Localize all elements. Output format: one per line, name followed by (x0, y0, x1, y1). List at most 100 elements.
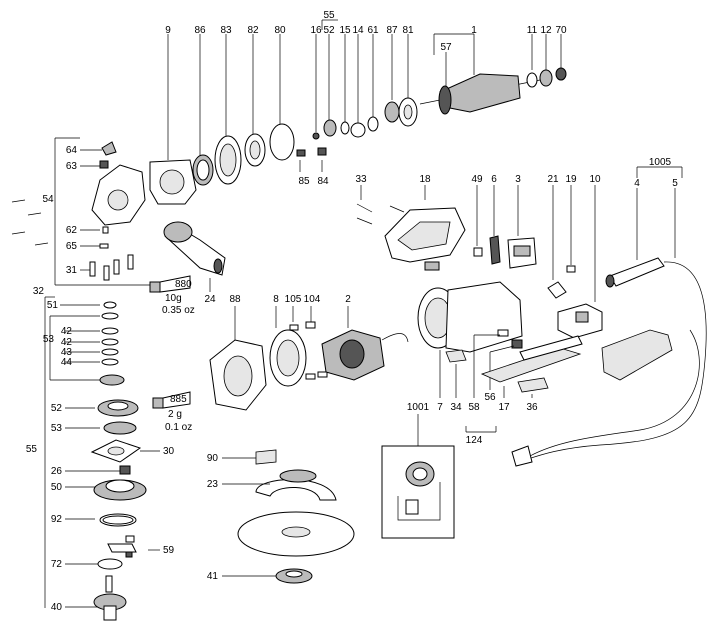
callout-31: 31 (66, 265, 78, 276)
gear-flange-50-part (93, 479, 147, 501)
callout-32: 32 (33, 286, 45, 297)
spring-part (192, 154, 214, 186)
weight-880-ounces: 0.35 oz (162, 305, 195, 316)
callout-24: 24 (204, 294, 216, 305)
screws-33-part (356, 203, 405, 225)
callout-19: 19 (565, 174, 577, 185)
callout-3: 3 (515, 174, 521, 185)
label-34-part (445, 349, 467, 363)
callout-16: 16 (310, 25, 322, 36)
callout-4: 4 (634, 178, 640, 189)
armature-part (419, 73, 541, 115)
label-90-part (255, 449, 277, 465)
weight-880-part (149, 275, 191, 293)
callout-7: 7 (437, 402, 443, 413)
weight-885-ounces: 0.1 oz (165, 422, 192, 433)
callout-87: 87 (386, 25, 398, 36)
baffle-80-part (269, 123, 295, 161)
callout-57: 57 (440, 42, 452, 53)
power-cable-part (511, 257, 707, 467)
callout-53-upper: 53 (43, 334, 55, 345)
callout-42-upper: 42 (61, 326, 73, 337)
callout-18: 18 (419, 174, 431, 185)
spindle-lock-26-part (119, 465, 131, 475)
callout-1: 1 (471, 25, 477, 36)
callout-2: 2 (345, 294, 351, 305)
callout-55-left: 55 (26, 444, 38, 455)
callout-124: 124 (466, 435, 483, 446)
callout-63: 63 (66, 161, 78, 172)
callout-44: 44 (61, 357, 73, 368)
callout-85: 85 (298, 176, 310, 187)
washer-53-part (103, 421, 137, 435)
callout-1001: 1001 (407, 402, 430, 413)
callout-65: 65 (66, 241, 78, 252)
bevel-gear-52-part (97, 399, 139, 417)
screws-left-part (11, 199, 49, 246)
small-pins-part (89, 226, 134, 281)
callout-9: 9 (165, 25, 171, 36)
brush-parts-85-84 (296, 147, 327, 157)
left-stack-leaders (49, 304, 160, 608)
callout-34: 34 (450, 402, 462, 413)
handle-24-part (163, 221, 226, 276)
fan-baffle-8-part (269, 329, 307, 387)
flange-72-part (97, 558, 123, 570)
parts-21-19-10 (547, 265, 603, 339)
callout-11: 11 (527, 25, 538, 36)
clamp-nut-41-part (275, 568, 313, 584)
callout-88: 88 (229, 294, 241, 305)
callout-81: 81 (402, 25, 414, 36)
callout-880: 880 (175, 279, 192, 290)
gear-housing-cover-part (149, 159, 197, 205)
inset-detail-1001 (381, 445, 455, 539)
callout-72: 72 (51, 559, 63, 570)
callout-51: 51 (47, 300, 59, 311)
callout-52-top: 52 (323, 25, 335, 36)
ring-83-part (214, 135, 242, 185)
leaders-1005 (636, 166, 683, 260)
callout-59: 59 (163, 545, 175, 556)
callout-30: 30 (163, 446, 175, 457)
callout-56: 56 (484, 392, 496, 403)
motor-housing-7-part (417, 281, 523, 353)
circuit-board-17-part (480, 335, 583, 383)
switch-3-part (473, 235, 537, 269)
callout-5: 5 (672, 178, 678, 189)
guard-housing-part (91, 164, 146, 226)
callout-49: 49 (471, 174, 483, 185)
callout-23: 23 (207, 479, 219, 490)
weight-880-grams: 10g (165, 293, 182, 304)
callout-36: 36 (526, 402, 538, 413)
screws-105-104-part (289, 321, 328, 380)
wheel-guard-23-part (255, 469, 337, 501)
small-parts-16-61 (312, 97, 418, 140)
callout-84: 84 (317, 176, 329, 187)
o-ring-92-part (99, 513, 137, 527)
callout-92: 92 (51, 514, 63, 525)
callout-43: 43 (61, 347, 73, 358)
callout-1005: 1005 (649, 157, 672, 168)
callout-90: 90 (207, 453, 219, 464)
callout-83: 83 (220, 25, 232, 36)
ring-82-part (244, 133, 266, 167)
callout-26: 26 (51, 466, 63, 477)
callout-17: 17 (498, 402, 510, 413)
callout-70: 70 (555, 25, 567, 36)
callout-53-lower: 53 (51, 423, 63, 434)
callout-64: 64 (66, 145, 78, 156)
callout-15: 15 (339, 25, 351, 36)
callout-105: 105 (285, 294, 302, 305)
leaders-49-6-3 (476, 185, 519, 246)
bracket-54-leaders (44, 137, 150, 608)
callout-41: 41 (207, 571, 219, 582)
washer-stack-part (99, 301, 125, 386)
callout-61: 61 (367, 25, 379, 36)
cable-cover-part (601, 329, 673, 381)
callout-52: 52 (51, 403, 63, 414)
callout-104: 104 (304, 294, 321, 305)
callout-40: 40 (51, 602, 63, 613)
grinding-disc-part (237, 511, 355, 557)
screws-59-part (107, 535, 137, 558)
callout-62: 62 (66, 225, 78, 236)
